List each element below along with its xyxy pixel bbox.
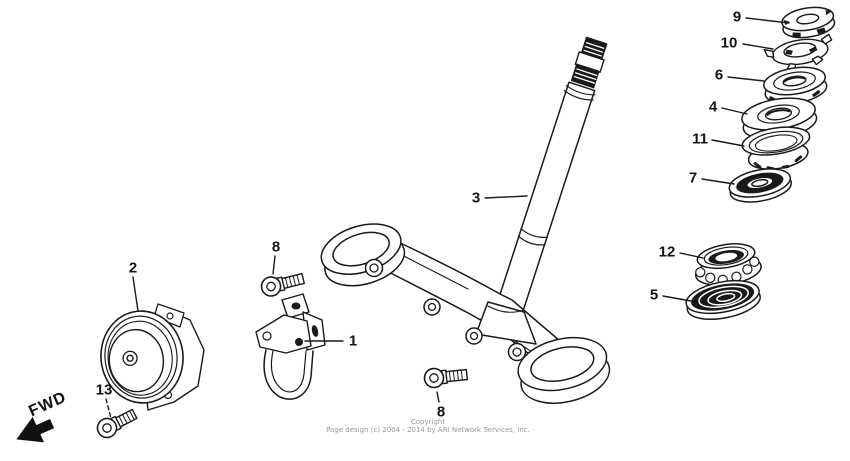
callout-label-8-lower[interactable]: 8 [436, 403, 446, 421]
part-drawing-5[interactable] [683, 275, 763, 324]
part-drawing-steering-stem[interactable] [492, 36, 611, 326]
part-drawing-bolt-13[interactable] [94, 405, 139, 440]
part-drawing-bolt-8-upper[interactable] [260, 269, 306, 298]
callout-label-7[interactable]: 7 [688, 169, 698, 187]
callout-label-2[interactable]: 2 [128, 259, 138, 277]
callout-label-13[interactable]: 13 [95, 381, 113, 399]
callout-label-1[interactable]: 1 [348, 332, 358, 350]
part-drawing-10[interactable] [763, 33, 836, 74]
part-drawing-7[interactable] [727, 164, 794, 206]
part-drawing-11[interactable] [740, 123, 813, 174]
fwd-arrow-icon [16, 416, 55, 443]
callout-label-5[interactable]: 5 [649, 286, 659, 304]
callout-label-12[interactable]: 12 [658, 243, 676, 261]
callout-label-4[interactable]: 4 [708, 98, 718, 116]
callout-label-3[interactable]: 3 [471, 189, 481, 207]
callout-leader-lines [105, 17, 790, 419]
copyright-notice: Copyright Page design (c) 2004 - 2014 by… [0, 418, 850, 434]
part-drawing-horn[interactable] [96, 303, 205, 411]
callout-label-8-upper[interactable]: 8 [271, 238, 281, 256]
copyright-line1: Copyright [410, 418, 446, 426]
copyright-line2: Page design (c) 2004 - 2014 by ARI Netwo… [326, 426, 530, 434]
part-drawing-bottom-bridge[interactable] [315, 215, 615, 411]
callout-label-11[interactable]: 11 [692, 130, 708, 148]
callout-label-6[interactable]: 6 [714, 66, 724, 84]
part-drawing-9[interactable] [780, 4, 836, 41]
callout-label-10[interactable]: 10 [720, 34, 738, 52]
part-drawing-6[interactable] [762, 63, 829, 107]
part-drawing-bolt-8-lower[interactable] [423, 365, 469, 389]
callout-label-9[interactable]: 9 [732, 8, 742, 26]
part-drawing-bracket[interactable] [255, 293, 326, 400]
